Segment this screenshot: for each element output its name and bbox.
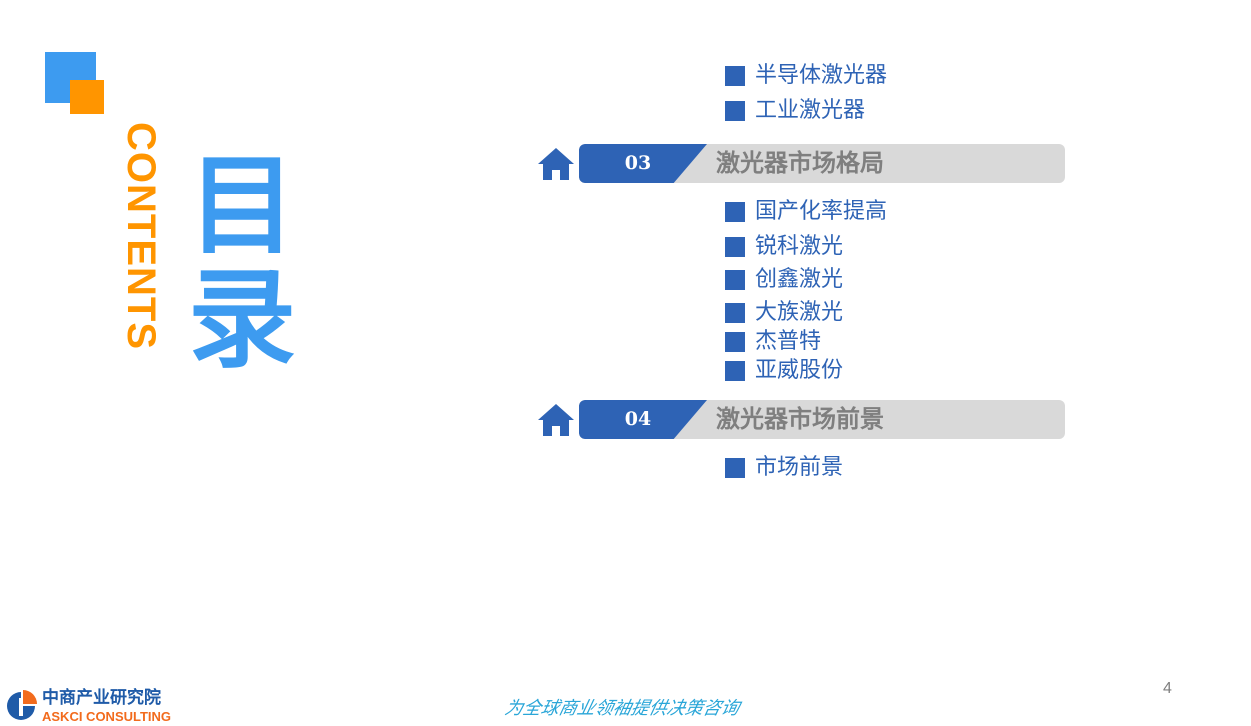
decor-square-orange [70, 80, 104, 114]
bullet-square [725, 101, 745, 121]
bullet-square [725, 361, 745, 381]
list-item[interactable]: 杰普特 [725, 327, 821, 357]
toc-title: 目录 [187, 144, 296, 383]
bullet-square [725, 202, 745, 222]
bullet-square [725, 332, 745, 352]
bullet-square [725, 458, 745, 478]
section-number: 03 [624, 152, 652, 174]
list-item-label: 国产化率提高 [755, 199, 888, 224]
list-item-label: 锐科激光 [755, 234, 844, 259]
bullet-square [725, 270, 745, 290]
logo-text-cn: 中商产业研究院 [42, 688, 161, 708]
list-item[interactable]: 市场前景 [725, 453, 843, 483]
page-number: 4 [1163, 680, 1172, 697]
bullet-square [725, 303, 745, 323]
list-item-label: 创鑫激光 [755, 267, 844, 292]
section-header-03[interactable]: 03 激光器市场格局 [579, 144, 1065, 183]
bullet-square [725, 237, 745, 257]
list-item[interactable]: 国产化率提高 [725, 197, 887, 227]
list-item[interactable]: 创鑫激光 [725, 265, 843, 295]
section-title: 激光器市场格局 [716, 149, 884, 177]
list-item-label: 杰普特 [755, 329, 822, 354]
bullet-square [725, 66, 745, 86]
section-title: 激光器市场前景 [716, 405, 884, 433]
contents-label: CONTENTS [119, 122, 163, 350]
list-item-label: 大族激光 [755, 300, 844, 325]
list-item[interactable]: 大族激光 [725, 298, 843, 328]
footer-slogan: 为全球商业领袖提供决策咨询 [502, 698, 742, 719]
home-icon[interactable] [536, 146, 576, 182]
list-item[interactable]: 亚威股份 [725, 356, 843, 386]
home-icon[interactable] [536, 402, 576, 438]
list-item[interactable]: 锐科激光 [725, 232, 843, 262]
list-item[interactable]: 工业激光器 [725, 96, 865, 126]
section-number: 04 [624, 408, 652, 430]
section-header-04[interactable]: 04 激光器市场前景 [579, 400, 1065, 439]
list-item[interactable]: 半导体激光器 [725, 61, 887, 91]
list-item-label: 亚威股份 [755, 358, 844, 383]
list-item-label: 工业激光器 [755, 98, 866, 123]
askci-logo-icon [7, 690, 37, 720]
logo-text-en: ASKCI CONSULTING [42, 709, 172, 724]
list-item-label: 半导体激光器 [755, 63, 888, 88]
list-item-label: 市场前景 [755, 455, 844, 480]
